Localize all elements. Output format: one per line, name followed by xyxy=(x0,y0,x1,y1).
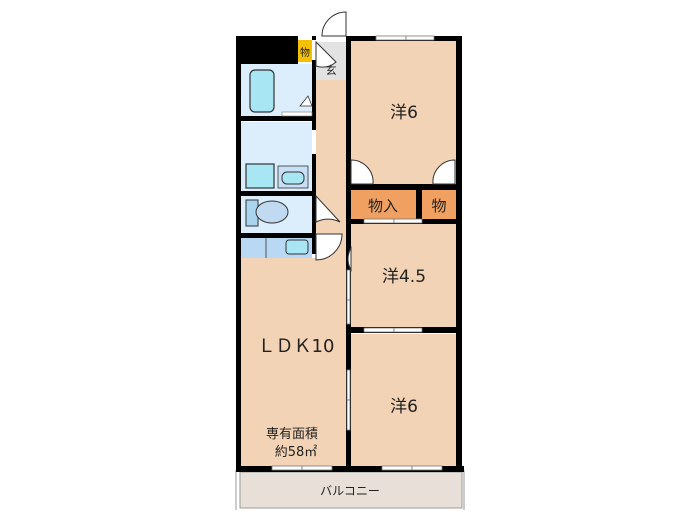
entrance-label: 玄 xyxy=(326,63,337,77)
western-mid-label: 洋4.5 xyxy=(382,267,426,287)
storage-small-right xyxy=(422,190,456,220)
kitchen-sink xyxy=(285,239,309,255)
western-top-label: 洋6 xyxy=(390,103,418,123)
balcony xyxy=(239,471,463,509)
area-title: 専有面積 xyxy=(266,427,318,442)
western-bottom-floor xyxy=(350,334,456,466)
western-top-door-right xyxy=(432,159,456,185)
wash-basin xyxy=(281,171,305,185)
hall-door xyxy=(315,233,343,261)
ldk-floor xyxy=(240,258,346,466)
western-mid-door xyxy=(347,246,352,272)
bath-threshold xyxy=(281,111,313,117)
windows xyxy=(271,35,443,471)
bathtub xyxy=(249,69,275,113)
balcony-label: バルコニー xyxy=(320,484,380,498)
toilet-bowl xyxy=(255,200,289,224)
hallway-floor xyxy=(316,80,346,260)
storage-small-right-label: 物 xyxy=(431,197,446,215)
storage-small-top xyxy=(298,40,312,62)
toilet-door xyxy=(315,194,341,223)
storage-small-top-label: 物 xyxy=(300,46,310,59)
front-door-swing xyxy=(321,11,347,37)
area-value: 約58㎡ xyxy=(275,445,318,460)
washing-machine xyxy=(245,163,275,189)
western-bottom-label: 洋6 xyxy=(390,397,418,417)
storage-closet xyxy=(350,190,416,220)
bath-door-folding xyxy=(299,95,313,107)
western-top-floor xyxy=(350,40,456,186)
storage-closet-label: 物入 xyxy=(368,197,398,215)
entrance-inner-door xyxy=(315,40,337,68)
western-mid-floor xyxy=(350,224,456,328)
ldk-label: ＬＤＫ10 xyxy=(258,336,335,357)
western-top-door-left xyxy=(350,159,374,185)
